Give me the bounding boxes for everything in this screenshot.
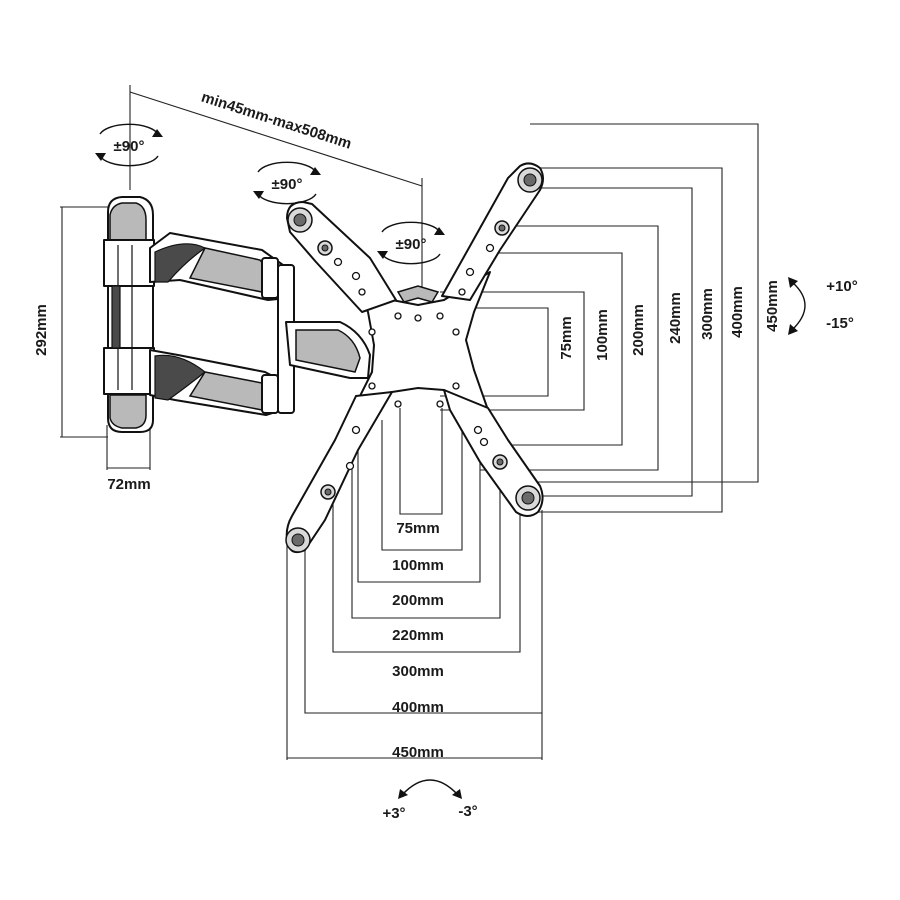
arm-extension-label: min45mm-max508mm [199,89,353,153]
upper-arm [149,232,295,301]
horizontal-dim-220: 220mm [392,627,444,644]
swivel-indicator: +3° -3° [382,779,478,822]
horizontal-dim-100: 100mm [392,557,444,574]
vertical-dim-300: 300mm [699,288,716,340]
vertical-dim-75: 75mm [558,316,575,359]
vesa-head-rotation: ±90° [377,221,445,265]
wall-plate-depth-label: 72mm [107,476,150,493]
tilt-indicator: +10° -15° [788,277,858,335]
lower-arm [149,349,291,416]
wall-plate-rotation: ±90° [95,123,163,167]
arm-joint-rotation: ±90° [253,161,321,205]
swivel-right-label: -3° [458,803,477,820]
wall-plate [103,196,155,433]
tilt-down-label: -15° [826,315,854,332]
mounting-pad-upper-right [517,167,543,193]
middle-hinge [277,264,371,414]
horizontal-dimensions: 75mm 100mm 200mm 220mm 300mm 400mm 450mm [286,408,543,761]
vertical-dim-400: 400mm [729,286,746,338]
horizontal-dim-300: 300mm [392,663,444,680]
vertical-dim-450: 450mm [764,280,781,332]
horizontal-dim-200: 200mm [392,592,444,609]
horizontal-dim-75: 75mm [396,520,439,537]
vertical-dim-240: 240mm [667,292,684,344]
vesa-bracket [285,162,544,554]
swivel-left-label: +3° [382,805,405,822]
vertical-dimensions: 75mm 100mm 200mm 240mm 300mm 400mm 450mm [440,123,781,513]
wall-plate-height-label: 292mm [33,304,50,356]
arm-joint-rotation-label: ±90° [272,176,303,193]
horizontal-dim-400: 400mm [392,699,444,716]
horizontal-dim-450: 450mm [392,744,444,761]
tilt-up-label: +10° [826,278,857,295]
mounting-pad-upper-left [287,207,313,233]
vertical-dim-100: 100mm [594,309,611,361]
wall-plate-height-dimension: 292mm [33,206,108,438]
mounting-pad-lower-right [515,485,541,511]
vesa-head-rotation-label: ±90° [396,236,427,253]
vertical-dim-200: 200mm [630,304,647,356]
wall-plate-rotation-label: ±90° [114,138,145,155]
mounting-pad-lower-left [285,527,311,553]
